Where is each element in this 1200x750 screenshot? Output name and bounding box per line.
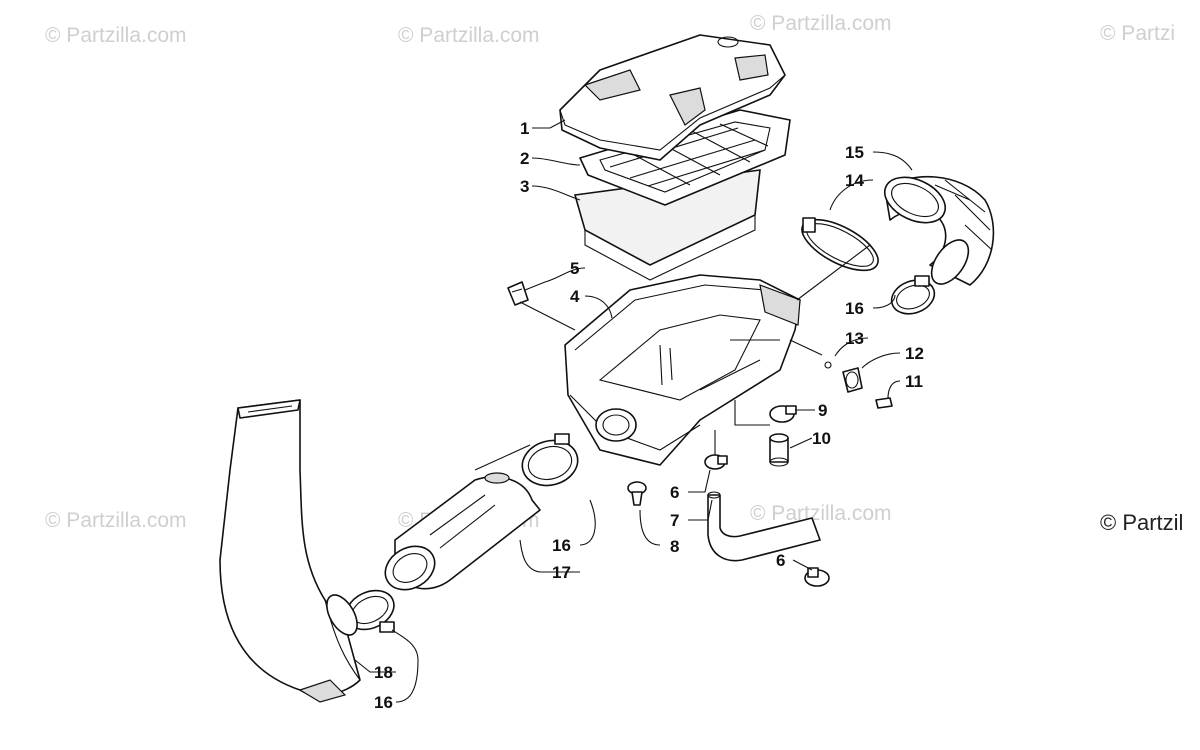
callout-16: 16 xyxy=(552,536,571,555)
callout-labels: 1 2 3 5 4 15 14 16 13 12 11 9 10 6 7 8 6… xyxy=(374,119,924,712)
watermark: © Partzilla.com xyxy=(398,24,540,47)
part-clamp-16-upper xyxy=(890,275,936,315)
callout-9: 9 xyxy=(818,401,827,420)
callout-2: 2 xyxy=(520,149,529,168)
callout-11: 11 xyxy=(905,372,923,391)
part-grommet-8 xyxy=(627,481,647,506)
callout-1: 1 xyxy=(520,119,529,138)
part-clamp-9 xyxy=(769,405,797,423)
callout-16: 16 xyxy=(845,299,864,318)
watermark: © Partzi xyxy=(1100,22,1175,45)
part-cap-10 xyxy=(769,433,789,467)
callout-4: 4 xyxy=(570,287,580,306)
watermark: © Partzilla.com xyxy=(750,12,892,35)
watermark: © Partzilla.com xyxy=(45,509,187,532)
callout-7: 7 xyxy=(670,511,679,530)
part-air-box-cover xyxy=(559,34,786,161)
part-drain-hose xyxy=(707,491,821,562)
callout-6: 6 xyxy=(670,483,679,502)
part-intake-boot xyxy=(883,175,995,286)
leader-lines xyxy=(354,119,913,703)
callout-15: 15 xyxy=(845,143,864,162)
part-clamp-16-lower xyxy=(345,589,395,633)
part-intake-tube xyxy=(384,472,541,591)
callout-8: 8 xyxy=(670,537,679,556)
watermark: © Partzilla.com xyxy=(750,502,892,525)
part-clamp-16-middle xyxy=(521,433,579,487)
part-clamp-14 xyxy=(801,217,879,272)
part-sensor-assembly xyxy=(824,361,893,409)
part-air-duct-18 xyxy=(219,399,361,703)
callout-6: 6 xyxy=(776,551,785,570)
watermark: © Partzilla.com xyxy=(45,24,187,47)
watermarks: © Partzilla.com © Partzilla.com © Partzi… xyxy=(45,12,1183,535)
callout-17: 17 xyxy=(552,563,571,582)
callout-10: 10 xyxy=(812,429,831,448)
watermark: © Partzil xyxy=(1100,510,1183,535)
part-clamp-6-upper xyxy=(704,454,728,470)
callout-14: 14 xyxy=(845,171,864,190)
callout-12: 12 xyxy=(905,344,924,363)
callout-5: 5 xyxy=(570,259,579,278)
callout-13: 13 xyxy=(845,329,864,348)
callout-3: 3 xyxy=(520,177,529,196)
part-clamp-6-lower xyxy=(804,567,830,587)
part-clip xyxy=(507,281,529,306)
callout-18: 18 xyxy=(374,663,393,682)
part-air-box xyxy=(564,274,801,466)
callout-16: 16 xyxy=(374,693,393,712)
